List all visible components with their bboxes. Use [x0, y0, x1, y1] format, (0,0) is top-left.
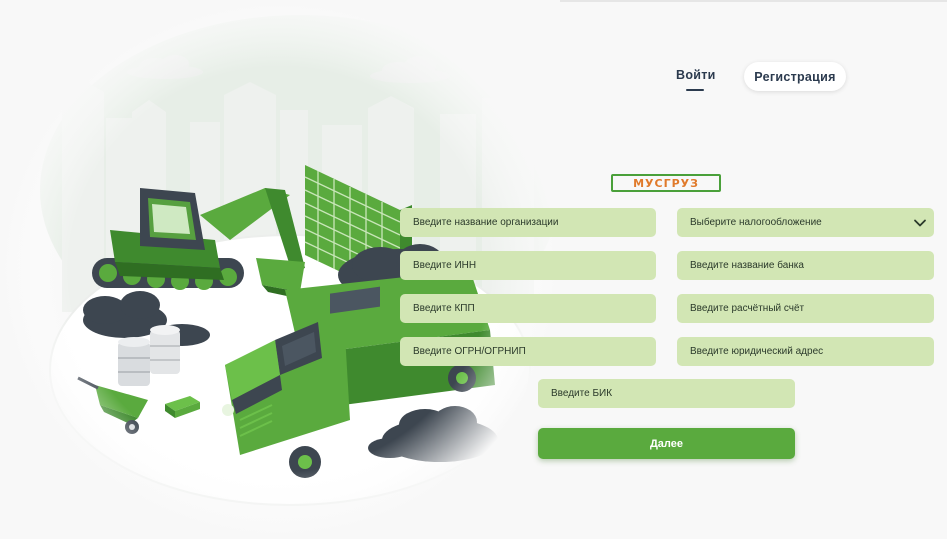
kpp-input[interactable]: [413, 303, 656, 314]
kpp-field[interactable]: [400, 294, 656, 323]
ogrn-input[interactable]: [413, 346, 656, 357]
chevron-down-icon: [914, 219, 926, 226]
bank-name-field[interactable]: [677, 251, 934, 280]
bank-name-input[interactable]: [690, 260, 934, 271]
tax-system-value: Выберите налогообложение: [690, 217, 822, 228]
legal-address-field[interactable]: [677, 337, 934, 366]
tax-system-select[interactable]: Выберите налогообложение: [677, 208, 934, 237]
inn-input[interactable]: [413, 260, 656, 271]
settlement-account-input[interactable]: [690, 303, 934, 314]
logo-text: МУСГРУЗ: [633, 176, 699, 190]
active-tab-indicator: [686, 89, 704, 91]
tab-login[interactable]: Войти: [676, 68, 716, 82]
organization-name-field[interactable]: [400, 208, 656, 237]
bik-field[interactable]: [538, 379, 795, 408]
ogrn-field[interactable]: [400, 337, 656, 366]
legal-address-input[interactable]: [690, 346, 934, 357]
inn-field[interactable]: [400, 251, 656, 280]
settlement-account-field[interactable]: [677, 294, 934, 323]
tab-register[interactable]: Регистрация: [744, 62, 846, 91]
brand-logo: МУСГРУЗ: [611, 174, 721, 192]
next-button[interactable]: Далее: [538, 428, 795, 459]
organization-name-input[interactable]: [413, 217, 656, 228]
bik-input[interactable]: [551, 388, 795, 399]
